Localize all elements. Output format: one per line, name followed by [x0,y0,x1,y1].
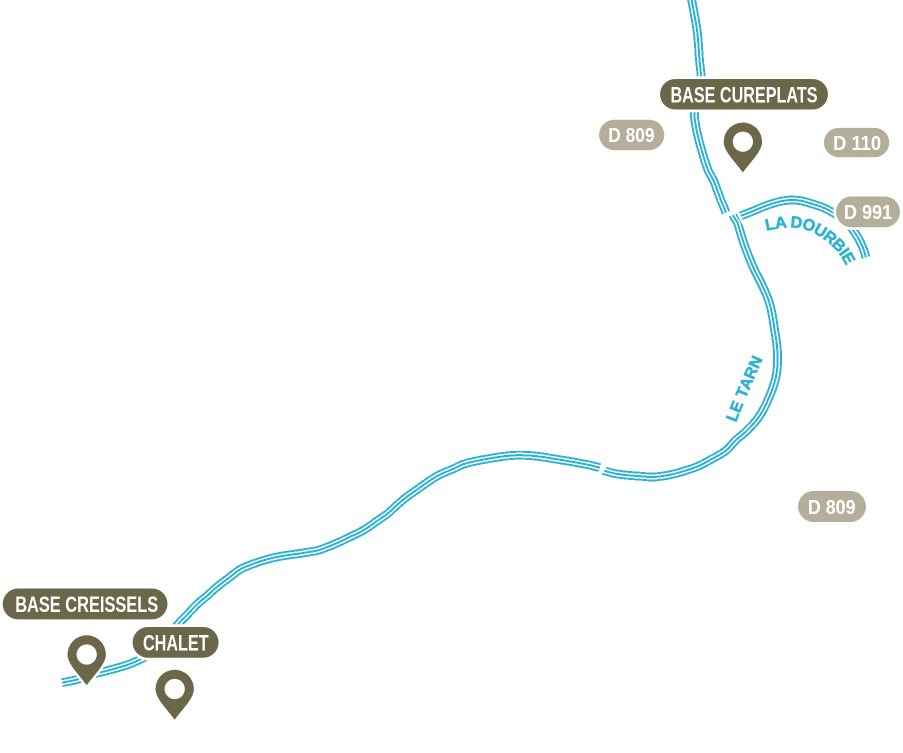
svg-text:D 809: D 809 [608,125,654,147]
svg-text:BASE CUREPLATS: BASE CUREPLATS [671,83,818,108]
svg-text:BASE CREISSELS: BASE CREISSELS [15,592,158,617]
svg-text:CHALET: CHALET [143,631,209,656]
svg-text:D 991: D 991 [844,202,892,224]
svg-text:D 110: D 110 [833,133,881,155]
svg-text:D 809: D 809 [808,497,856,519]
